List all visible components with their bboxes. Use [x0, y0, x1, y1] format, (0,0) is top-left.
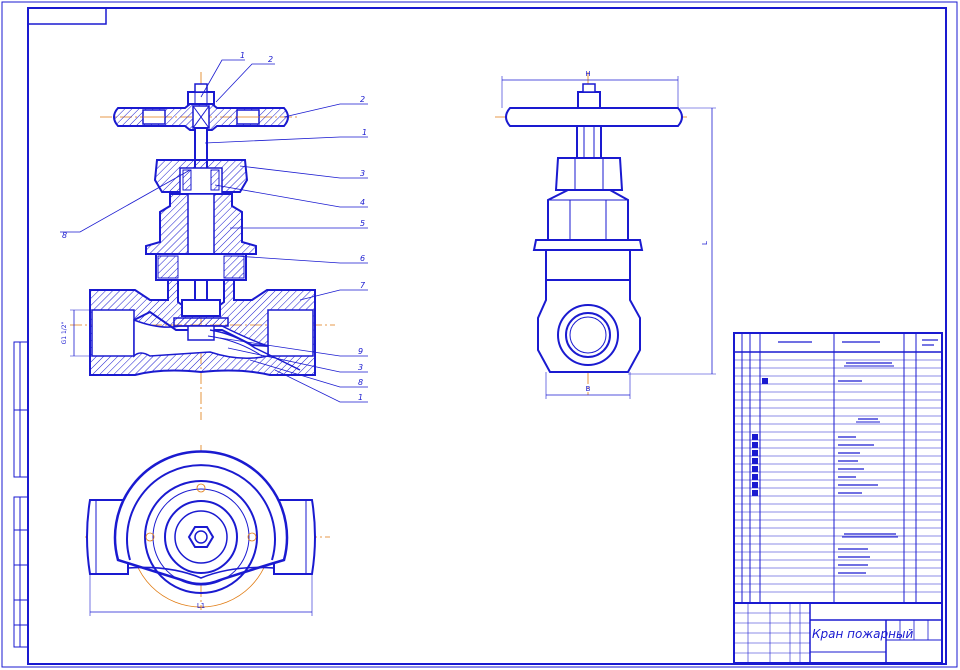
leader-label: 7	[360, 281, 366, 290]
side-width-top-dim: H	[585, 70, 590, 78]
leader-label: 3	[360, 169, 365, 178]
front-section-view: G1 1/2"	[61, 72, 335, 420]
leader-label: 2	[360, 95, 365, 104]
front-leader-labels: 1 2 2 1 3 4 5 6 7 8 9 3 8 1	[62, 51, 367, 402]
side-width-bottom-dim: B	[586, 385, 591, 393]
leader-label: 1	[358, 393, 363, 402]
drawing-title: Кран пожарный	[812, 627, 913, 641]
front-leaders	[60, 59, 368, 403]
plan-view: L1	[85, 445, 330, 616]
side-height-dim: L	[701, 241, 709, 245]
leader-label: 2	[268, 55, 273, 64]
leader-label: 3	[358, 363, 363, 372]
side-view: H L B	[495, 70, 716, 399]
specification-table	[733, 332, 943, 604]
title-block	[733, 602, 943, 664]
leader-label: 1	[362, 128, 367, 137]
leader-label: 5	[360, 219, 365, 228]
leader-label: 8	[358, 378, 363, 387]
leader-label: 1	[240, 51, 245, 60]
plan-length-dim: L1	[197, 602, 205, 610]
specification-position-marks	[752, 378, 768, 496]
leader-label: 6	[360, 254, 365, 263]
pipe-thread-dim: G1 1/2"	[61, 321, 68, 344]
leader-label: 8	[62, 231, 67, 240]
leader-label: 4	[360, 198, 365, 207]
leader-label: 9	[358, 347, 363, 356]
specification-table-rows	[778, 339, 938, 574]
